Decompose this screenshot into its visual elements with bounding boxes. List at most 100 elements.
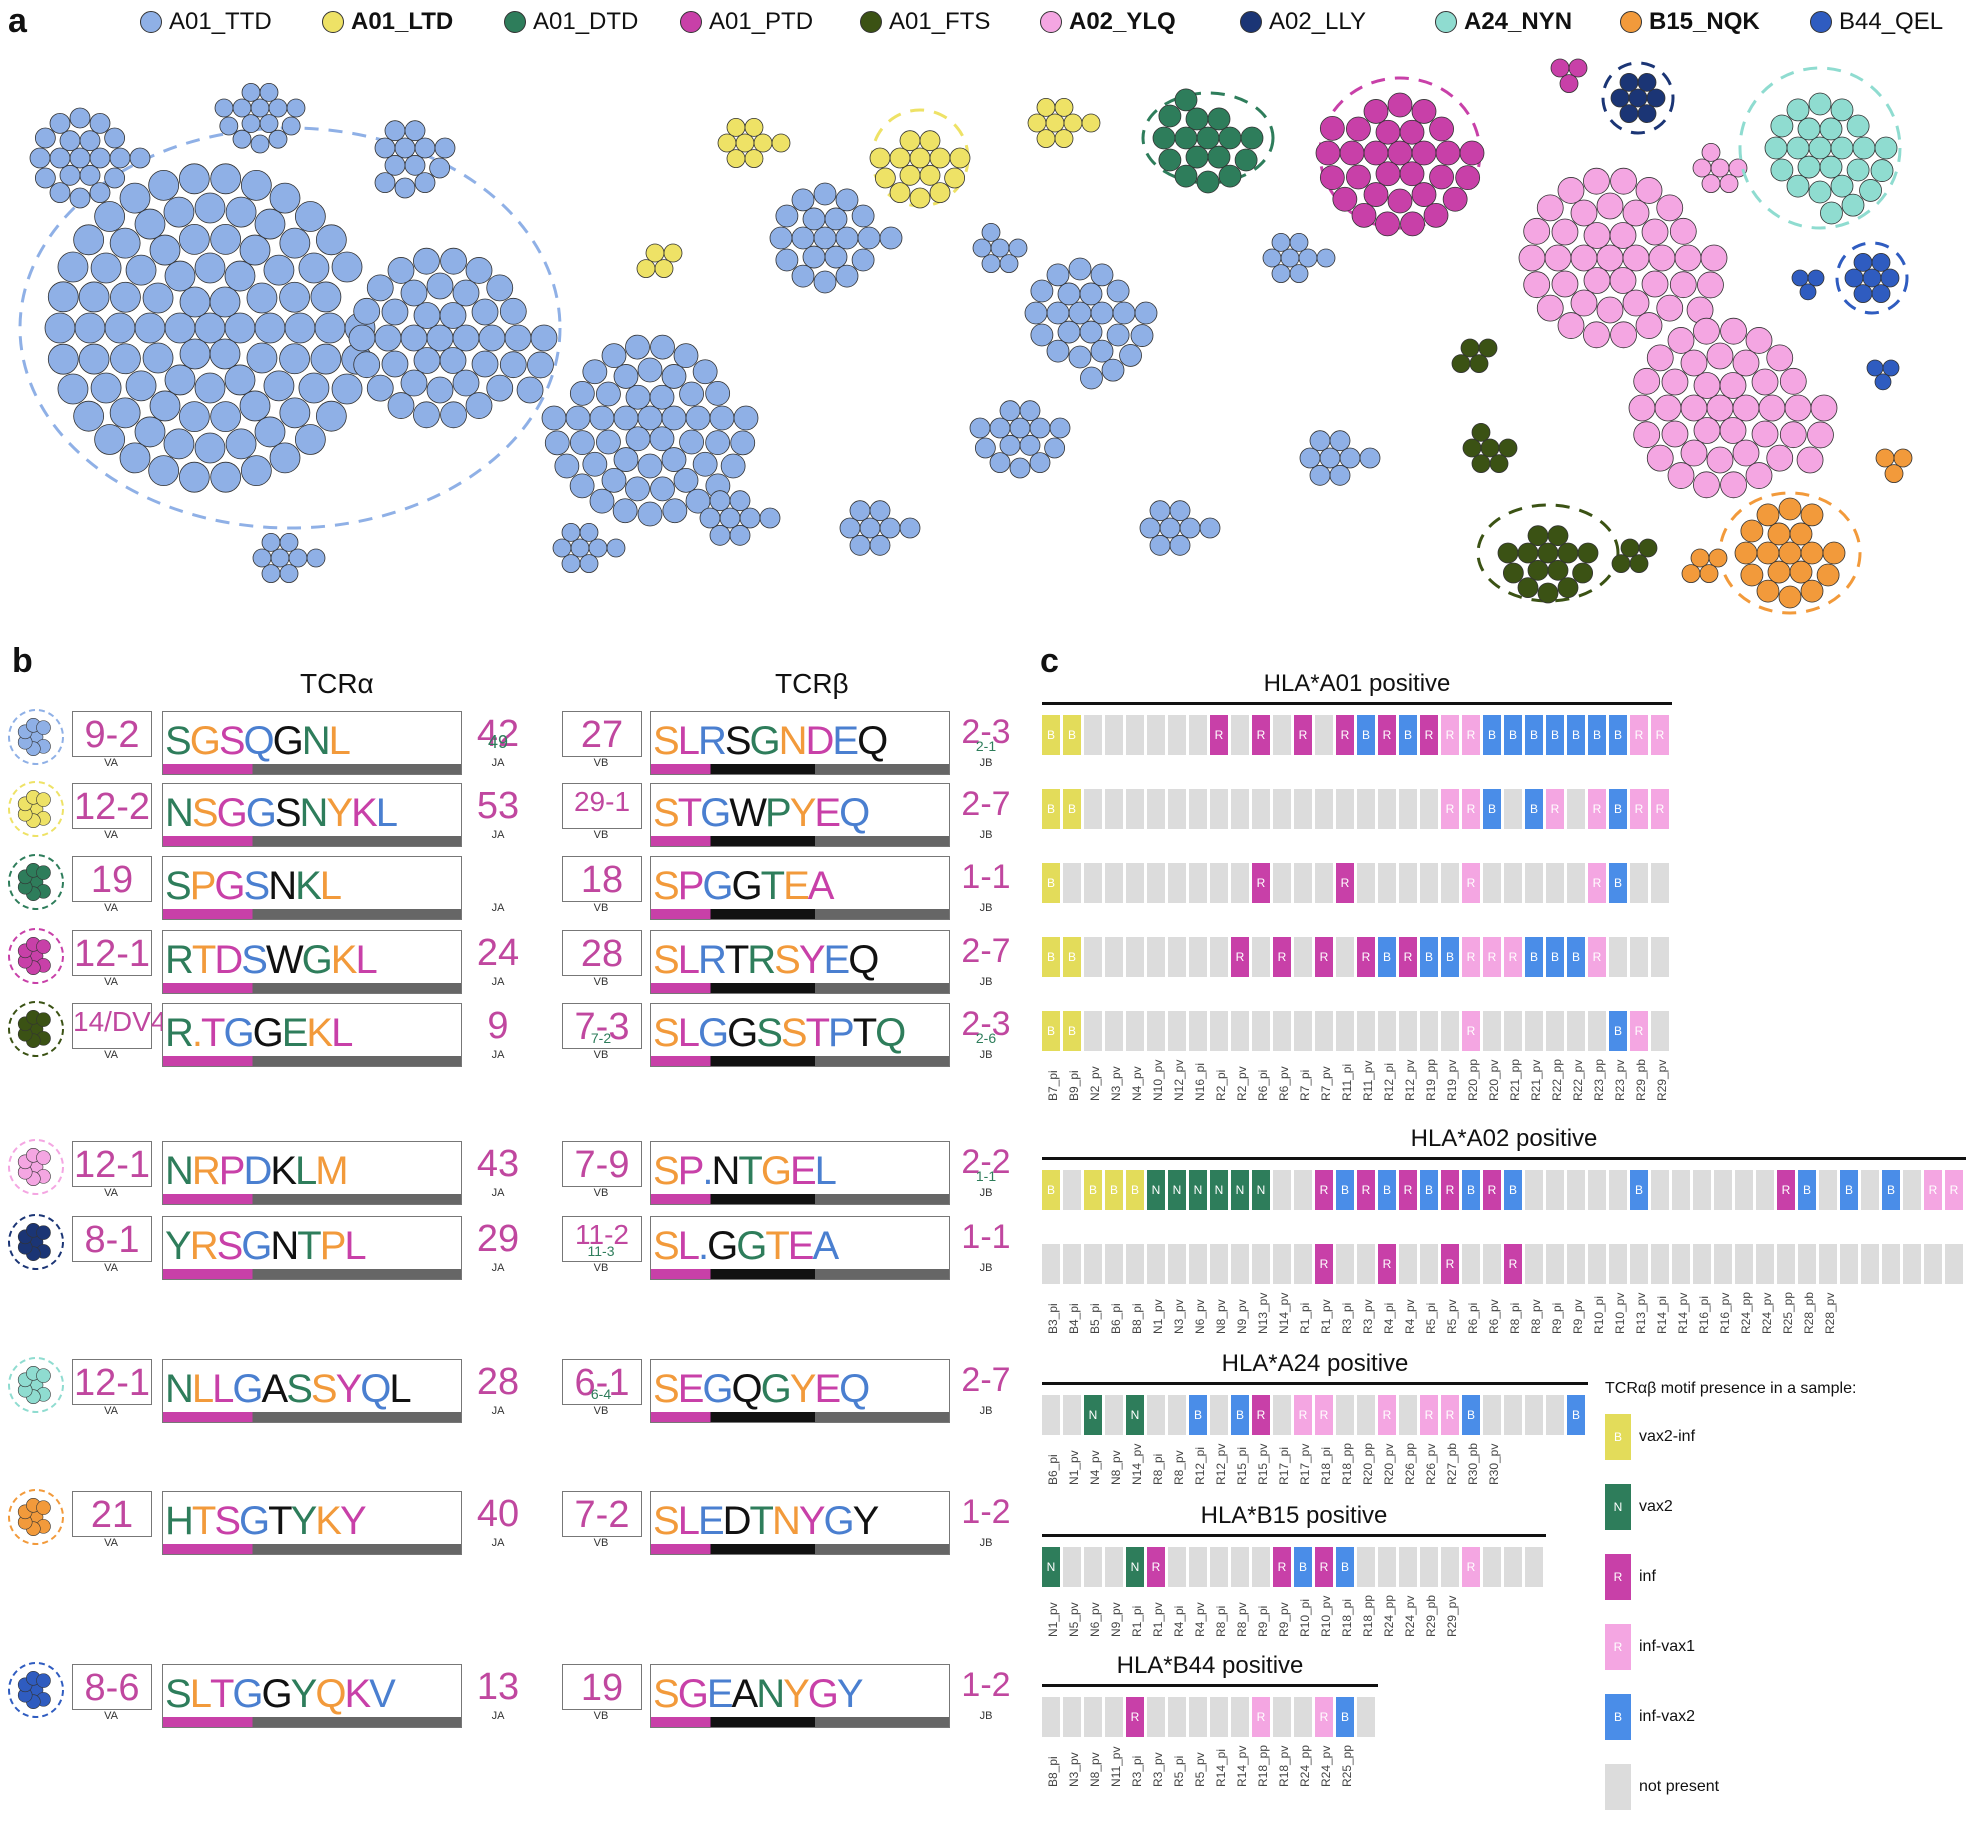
sample-label: R24_pp (1294, 1739, 1315, 1787)
presence-cell (1210, 789, 1228, 829)
sample-label-text: R10_pv (1613, 1292, 1627, 1334)
va-gene-box: 12-1 (72, 1141, 152, 1187)
logo-letter: E (814, 1367, 841, 1411)
logo-letter: G (216, 791, 248, 835)
logo-letter: A (812, 1224, 839, 1268)
node-cluster (1681, 548, 1728, 583)
logo-letter: G (697, 1011, 729, 1055)
presence-cell (1336, 789, 1354, 829)
cluster-thumbnail-icon (8, 781, 64, 837)
presence-cell (1693, 1170, 1711, 1210)
logo-letter: S (774, 938, 801, 982)
logo-letter: D (243, 1149, 272, 1193)
sample-label-text: B8_pi (1046, 1756, 1060, 1787)
presence-cell (1504, 1547, 1522, 1587)
presence-legend-title: TCRαβ motif presence in a sample: (1605, 1380, 1857, 1397)
sample-label-text: R1_pi (1130, 1605, 1144, 1637)
node-cluster (699, 490, 781, 546)
legend-item: A01_LTD (322, 8, 453, 36)
logo-letter: A (731, 1672, 759, 1716)
presence-cell: R (1378, 715, 1396, 755)
jb-gene-label-2: 1-1 (975, 1168, 997, 1184)
sample-label: R15_pi (1231, 1437, 1252, 1485)
presence-cell: R (1378, 1244, 1396, 1284)
presence-cell: R (1441, 1395, 1459, 1435)
presence-cell (1336, 1011, 1354, 1051)
sample-label-text: R15_pi (1235, 1446, 1249, 1485)
beta-logo-bar (651, 983, 949, 993)
legend-swatch-icon (1040, 11, 1062, 33)
sample-label: R18_pi (1315, 1437, 1336, 1485)
presence-cell (1126, 863, 1144, 903)
presence-cell: R (1399, 1170, 1417, 1210)
presence-cell (1567, 1170, 1585, 1210)
sample-label-text: N4_pv (1088, 1450, 1102, 1485)
sample-label-text: R28_pv (1823, 1292, 1837, 1334)
presence-cell (1357, 789, 1375, 829)
presence-cell (1525, 1244, 1543, 1284)
presence-cell: B (1525, 789, 1543, 829)
sample-label: B7_pi (1042, 1053, 1063, 1101)
sample-label-text: R8_pi (1508, 1302, 1522, 1334)
sample-label: N3_pv (1063, 1739, 1084, 1787)
sample-label: R24_pp (1378, 1589, 1399, 1637)
sample-label-text: R1_pv (1151, 1602, 1165, 1637)
presence-cell (1063, 1697, 1081, 1737)
presence-cell: B (1462, 1395, 1480, 1435)
jb-gene-label: 2-2 (961, 1143, 1011, 1181)
node-cluster (1152, 88, 1264, 194)
sample-label-text: R18_pi (1319, 1446, 1333, 1485)
logo-letter: . (191, 1011, 203, 1055)
presence-cell (1147, 1697, 1165, 1737)
sample-label: R15_pv (1252, 1437, 1273, 1485)
alpha-logo-bar (163, 1269, 461, 1279)
sample-label: R23_pv (1609, 1053, 1630, 1101)
presence-cell (1399, 1011, 1417, 1051)
sample-label: R3_pi (1336, 1286, 1357, 1334)
presence-cell (1735, 1170, 1753, 1210)
va-axis-label: VA (104, 1187, 118, 1199)
sample-label-text: R3_pv (1151, 1752, 1165, 1787)
presence-cell: R (1588, 863, 1606, 903)
logo-letter: S (165, 1672, 192, 1716)
logo-letter: D (722, 1499, 752, 1543)
jb-gene-label: 1-1 (961, 858, 1011, 896)
sample-label: N1_pv (1042, 1589, 1063, 1637)
vb-axis-label: VB (593, 1262, 609, 1274)
presence-cell (1903, 1244, 1921, 1284)
logo-letter: A (807, 864, 835, 908)
vb-gene-label: 7-9 (574, 1144, 630, 1186)
presence-cell (1147, 789, 1165, 829)
logo-letter: N (756, 1672, 785, 1716)
sample-label-text: R26_pv (1424, 1443, 1438, 1485)
alpha-logo-bar (163, 764, 461, 774)
presence-cell (1609, 1170, 1627, 1210)
logo-letter: G (736, 1224, 767, 1268)
presence-cell (1672, 1244, 1690, 1284)
presence-cell (1294, 937, 1312, 977)
sample-label-text: N4_pv (1130, 1066, 1144, 1101)
logo-letter: G (232, 1672, 263, 1716)
presence-cell (1315, 789, 1333, 829)
presence-cell (1525, 863, 1543, 903)
sample-label: R10_pi (1294, 1589, 1315, 1637)
sample-label: R7_pi (1294, 1053, 1315, 1101)
legend-item: B44_QEL (1810, 8, 1943, 36)
sample-label: N4_pv (1084, 1437, 1105, 1485)
sample-label-text: B5_pi (1088, 1303, 1102, 1334)
sample-label: R24_pv (1315, 1739, 1336, 1787)
sample-label: N11_pv (1105, 1739, 1126, 1787)
sample-label-text: R17_pv (1298, 1443, 1312, 1485)
va-gene-label: 9-2 (84, 714, 140, 756)
presence-cell (1840, 1244, 1858, 1284)
sample-label: R6_pi (1462, 1286, 1483, 1334)
vb-gene-label: 6-1 (574, 1362, 630, 1404)
jb-gene-label: 1-2 (961, 1493, 1011, 1531)
presence-cell: B (1546, 715, 1564, 755)
